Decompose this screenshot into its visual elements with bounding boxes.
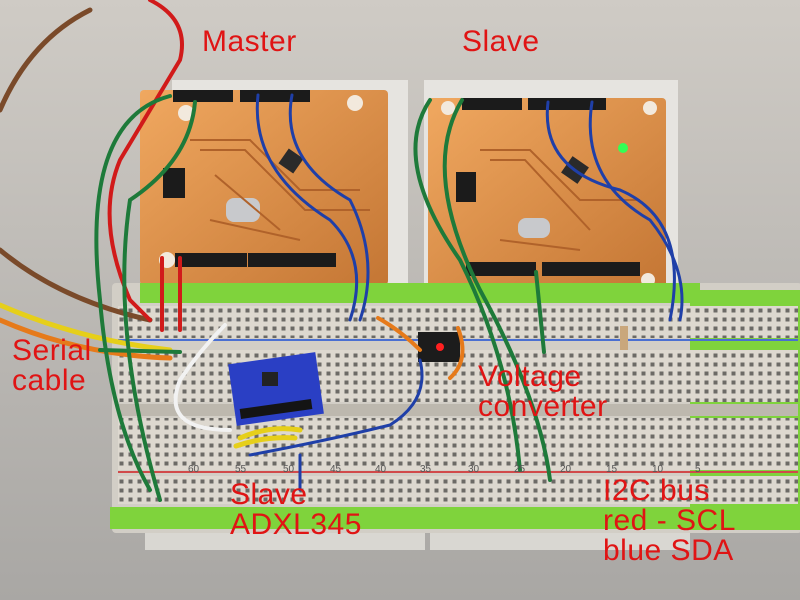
bb-num: 35 — [420, 464, 432, 475]
bb-num: 30 — [468, 464, 480, 475]
resistor — [620, 326, 628, 350]
bb-num: 50 — [283, 464, 295, 475]
i2c-bus-line-2: red - SCL — [603, 504, 736, 537]
i2c-bus-label: I2C bus red - SCL blue SDA — [603, 476, 736, 566]
bb-num: 10 — [652, 464, 664, 475]
slave-adxl345-label: Slave ADXL345 — [230, 480, 362, 540]
i2c-bus-line-3: blue SDA — [603, 534, 734, 567]
voltage-converter-label: Voltage converter — [478, 362, 608, 422]
bb-num: 55 — [235, 464, 247, 475]
slave-adxl345-line-2: ADXL345 — [230, 508, 362, 541]
wire-red-cable — [107, 0, 184, 322]
bb-num: 25 — [514, 464, 526, 475]
wires — [0, 0, 684, 502]
bb-num: 40 — [375, 464, 387, 475]
slave-adxl345-line-1: Slave — [230, 478, 308, 511]
voltage-converter-line-1: Voltage — [478, 360, 582, 393]
voltage-converter-module — [418, 332, 460, 362]
breadboard-numbers: 60 55 50 45 40 35 30 25 20 15 10 5 — [188, 464, 701, 475]
adxl345-module — [228, 352, 324, 426]
tray-bottom-right — [430, 528, 690, 550]
wire-brown — [0, 7, 153, 323]
bb-num: 45 — [330, 464, 342, 475]
master-label: Master — [202, 25, 297, 58]
slave-label: Slave — [462, 25, 540, 58]
i2c-bus-line-1: I2C bus — [603, 474, 710, 507]
bb-num: 5 — [695, 464, 701, 475]
serial-cable-line-1: Serial — [12, 334, 92, 367]
tray-bottom-left — [145, 528, 425, 550]
bb-num: 20 — [560, 464, 572, 475]
serial-cable-label: Serial cable — [12, 336, 92, 396]
serial-cable-line-2: cable — [12, 364, 87, 397]
bb-num: 60 — [188, 464, 200, 475]
bb-num: 15 — [606, 464, 618, 475]
master-pcb — [140, 90, 388, 285]
voltage-converter-line-2: converter — [478, 390, 608, 423]
